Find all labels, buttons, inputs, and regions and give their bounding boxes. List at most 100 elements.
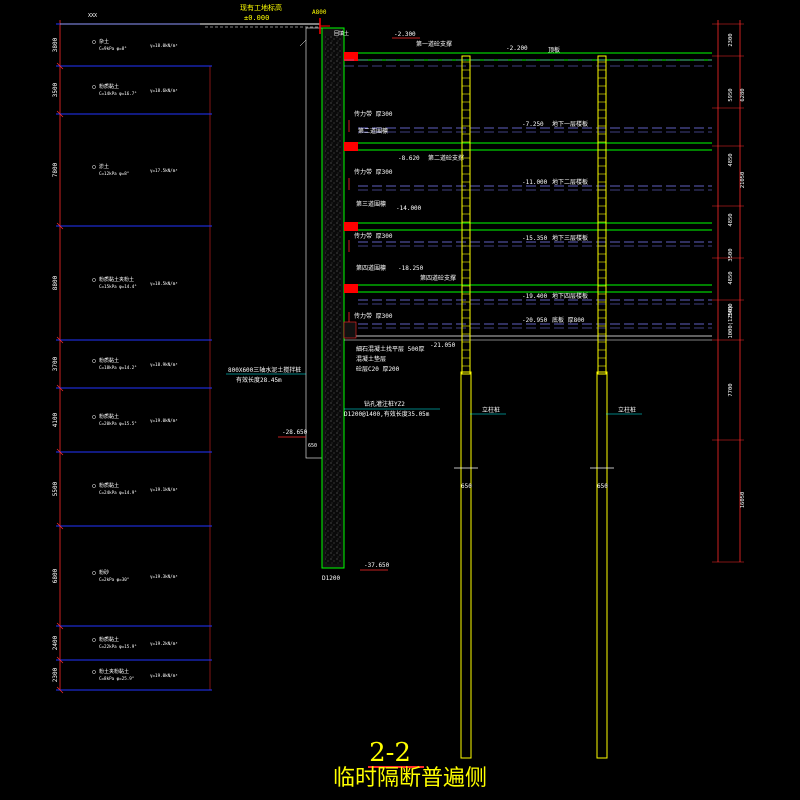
soil-layer-name: 粉质黏土 xyxy=(99,83,119,90)
soil-marker-icon xyxy=(92,638,96,642)
soil-layer-params: C=12kPa φ=8° xyxy=(99,171,129,176)
base-layer-2: 混凝土垫层 xyxy=(356,355,386,363)
soil-layer-dimension: 4100 xyxy=(52,412,59,427)
floor-elevation: -15.350 xyxy=(522,235,548,242)
ground-elevation: ±0.000 xyxy=(244,14,269,22)
floor-label: 地下四层楼板 xyxy=(552,292,588,300)
soil-dim-tick xyxy=(56,222,64,230)
base-elevation: -21.050 xyxy=(430,342,456,349)
ground-surface: 现有工地标高 ±0.000 A800 XXX xyxy=(60,3,327,28)
annotations: 回填土 800X600三轴水泥土搅拌桩 有效长度28.45m -28.650 6… xyxy=(226,30,456,582)
transfer-belt-label: 传力带 厚300 xyxy=(354,232,393,240)
soil-marker-icon xyxy=(92,571,96,575)
soil-layer-weight: γ=19.3kN/m³ xyxy=(150,574,178,579)
soil-layer-dimension: 5500 xyxy=(52,481,59,496)
soil-layer-dimension: 8800 xyxy=(52,275,59,290)
soil-marker-icon xyxy=(92,415,96,419)
strut-2-elevation: -8.620 xyxy=(398,155,420,162)
soil-layer-params: C=9kPa φ=8° xyxy=(99,46,127,51)
soil-dim-tick xyxy=(56,448,64,456)
soil-dim-tick xyxy=(56,622,64,630)
floor-elevation: -20.950 xyxy=(522,317,548,324)
soil-layer-name: 粉质黏土 xyxy=(99,482,119,489)
right-dimension: 21050 xyxy=(740,172,746,189)
wall-note-length: 有效长度28.45m xyxy=(236,376,282,384)
soil-layer-params: C=2kPa φ=30° xyxy=(99,577,129,582)
title-underline xyxy=(368,766,424,768)
right-dimension: 6280 xyxy=(740,88,746,101)
soil-layer-params: C=24kPa φ=14.9° xyxy=(99,490,137,495)
strut-2-label: 第二道砼支撑 xyxy=(428,154,464,162)
soil-layer-name: 粉砂 xyxy=(99,569,109,576)
soil-layer-dimension: 2400 xyxy=(52,635,59,650)
strut-1-elevation: -2.300 xyxy=(394,31,416,38)
floor-elevation: -7.250 xyxy=(522,121,544,128)
column-pile xyxy=(460,371,472,759)
floor-label: 地下一层楼板 xyxy=(552,120,588,128)
wall-bottom-dimension: 650 xyxy=(308,443,317,449)
lattice-column xyxy=(597,55,607,375)
strut-4-elevation: -18.250 xyxy=(398,265,424,272)
soil-dim-tick xyxy=(56,656,64,664)
transfer-belt-label: 传力带 厚300 xyxy=(354,168,393,176)
soil-layer-params: C=14kPa φ=16.7° xyxy=(99,91,137,96)
soil-layer-weight: γ=17.5kN/m³ xyxy=(150,168,178,173)
soil-layer-params: C=20kPa φ=15.5° xyxy=(99,421,137,426)
column-pile-dimension: 650 xyxy=(597,483,608,490)
soil-marker-icon xyxy=(92,359,96,363)
soil-layer-name: 粉土夹粉黏土 xyxy=(99,668,129,675)
drawing-subtitle: 临时隔断普遍侧 xyxy=(332,766,487,791)
bored-pile-length: D1200@1400,有效长度35.05m xyxy=(344,410,430,418)
base-layer-3: 砼层C20 厚200 xyxy=(356,365,400,373)
soil-dim-tick xyxy=(56,522,64,530)
right-dimension: 4850 xyxy=(728,271,734,284)
right-dimension: 3500 xyxy=(728,248,734,261)
strut-4-label-2: 第四道砼支撑 xyxy=(420,274,456,282)
right-dimension: 5950 xyxy=(728,88,734,101)
wall-bottom-elevation: -28.650 xyxy=(282,429,308,436)
wale-2-label: 第二道围檩 xyxy=(358,127,388,135)
cut-label: 回填土 xyxy=(334,30,349,37)
floor-label: 地下三层楼板 xyxy=(552,234,588,242)
soil-layer-params: C=15kPa φ=14.4° xyxy=(99,284,137,289)
transfer-belt-label: 传力带 厚300 xyxy=(354,312,393,320)
column-pile-label: 立柱桩 xyxy=(482,406,500,414)
soil-layer-name: 粉质黏土 xyxy=(99,413,119,420)
strut-block xyxy=(344,142,358,151)
support-levels: -7.250 地下一层楼板 -11.000 地下二层楼板 -15.350 地下三层楼板 -1… xyxy=(343,31,712,341)
right-dimension: 4850 xyxy=(728,153,734,166)
soil-dim-tick xyxy=(56,62,64,70)
soil-marker-icon xyxy=(92,85,96,89)
floor-label: 地下二层楼板 xyxy=(552,178,588,186)
right-dimension: 4850 xyxy=(728,213,734,226)
soil-layer-dimension: 6800 xyxy=(52,568,59,583)
soil-layer-params: C=22kPa φ=15.9° xyxy=(99,644,137,649)
soil-layer-weight: γ=19.1kN/m³ xyxy=(150,487,178,492)
ground-label: 现有工地标高 xyxy=(240,3,282,12)
soil-layer-dimension: 3500 xyxy=(52,82,59,97)
soil-layer-name: 粉质黏土 xyxy=(99,357,119,364)
soil-layer-weight: γ=18.6kN/m³ xyxy=(150,88,178,93)
soil-layer-weight: γ=19.0kN/m³ xyxy=(150,673,178,678)
bored-pile-note: 钻孔灌注桩YZ2 xyxy=(364,400,405,408)
base-layer-1: 細石混凝土找平层 500厚 xyxy=(356,345,424,353)
soil-layer-weight: γ=19.2kN/m³ xyxy=(150,641,178,646)
soil-layer-dimension: 7800 xyxy=(52,162,59,177)
pile-label: D1200 xyxy=(322,575,340,582)
soil-marker-icon xyxy=(92,670,96,674)
strut-1-elevation-2: -2.200 xyxy=(506,45,528,52)
soil-layer-weight: γ=18.9kN/m³ xyxy=(150,362,178,367)
soil-layer-dimension: 3800 xyxy=(52,37,59,52)
soil-layer-name: 杂土 xyxy=(99,38,109,45)
lattice-column xyxy=(461,55,471,375)
floor-elevation: -11.000 xyxy=(522,179,548,186)
drawing-title: 2-2 xyxy=(369,738,411,768)
right-dimension: 2300 xyxy=(728,33,734,46)
soil-layer-name: 粉质黏土夹粉土 xyxy=(99,276,134,283)
wall-note: 800X600三轴水泥土搅拌桩 xyxy=(228,366,301,374)
transfer-belt-label: 传力带 厚300 xyxy=(354,110,393,118)
